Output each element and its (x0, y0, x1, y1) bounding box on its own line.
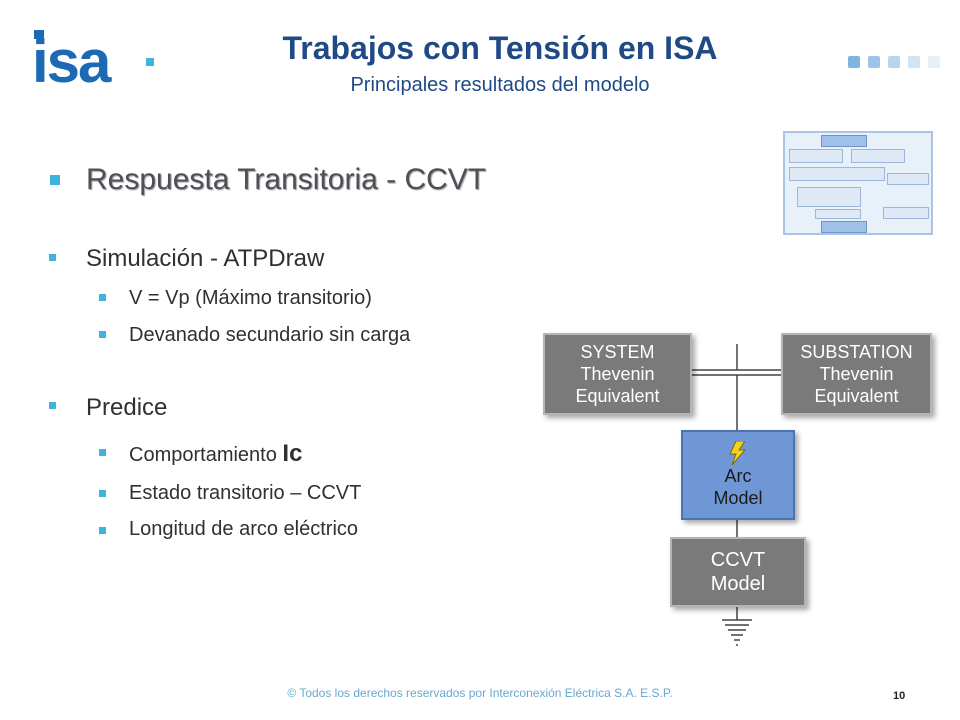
simulation-text: Simulación - ATPDraw (86, 245, 325, 272)
page-subtitle: Principales resultados del modelo (350, 74, 650, 96)
system-line-2: Thevenin (580, 364, 655, 384)
substation-line-3: Equivalent (814, 386, 899, 406)
thumb-block (851, 149, 905, 163)
substation-thevenin-box: SUBSTATION Thevenin Equivalent (781, 333, 932, 415)
bullet-icon (99, 331, 106, 338)
predict-text: Predice (86, 394, 168, 421)
logo-dot (34, 30, 44, 39)
ccvt-line-1: CCVT (710, 549, 766, 571)
pred-item-3: Longitud de arco eléctrico (129, 518, 359, 540)
bullet-icon (99, 490, 106, 497)
dot-5 (928, 56, 940, 68)
system-line-1: SYSTEM (580, 342, 655, 362)
system-line-3: Equivalent (575, 386, 660, 406)
thumb-block (821, 135, 867, 147)
logo-text: isa (32, 30, 112, 86)
dot-2 (868, 56, 880, 68)
main-heading: Respuesta Transitoria - CCVT (86, 163, 487, 196)
substation-line-2: Thevenin (819, 364, 894, 384)
thumb-block (797, 187, 861, 207)
sim-item-1: V = Vp (Máximo transitorio) (129, 287, 372, 309)
ccvt-model-box: CCVT Model (670, 537, 806, 607)
ccvt-line-2: Model (710, 573, 766, 595)
thumb-block (789, 167, 885, 181)
dot-4 (908, 56, 920, 68)
bullet-icon (99, 449, 106, 456)
page-title: Trabajos con Tensión en ISA (282, 30, 718, 66)
thumb-block (821, 221, 867, 233)
pred-item-1-prefix: Comportamiento (129, 444, 283, 466)
pred-item-1: Comportamiento Ic (129, 440, 302, 468)
decorative-dots (848, 56, 940, 68)
pred-item-2: Estado transitorio – CCVT (129, 482, 362, 504)
flowchart-thumbnail-icon (783, 131, 933, 235)
isa-logo: isa (32, 30, 154, 86)
arc-model-box: Arc Model (681, 430, 795, 520)
thumb-block (815, 209, 861, 219)
bullet-icon (50, 175, 60, 185)
thumb-block (887, 173, 929, 185)
copyright-footer: © Todos los derechos reservados por Inte… (287, 686, 673, 700)
arc-line-2: Model (713, 488, 763, 508)
pred-item-1-bold: Ic (282, 440, 303, 467)
lightning-icon (729, 441, 747, 465)
sim-item-2: Devanado secundario sin carga (129, 324, 411, 346)
thumb-block (789, 149, 843, 163)
bullet-icon (49, 402, 56, 409)
bullet-icon (99, 527, 106, 534)
bullet-icon (49, 254, 56, 261)
substation-line-1: SUBSTATION (800, 342, 913, 362)
dot-3 (888, 56, 900, 68)
dot-1 (848, 56, 860, 68)
arc-line-1: Arc (724, 466, 752, 486)
thumb-block (883, 207, 929, 219)
page-number: 10 (893, 690, 906, 702)
bullet-icon (99, 294, 106, 301)
system-thevenin-box: SYSTEM Thevenin Equivalent (543, 333, 692, 415)
ground-symbol-icon (722, 619, 752, 646)
logo-accent (146, 58, 154, 66)
